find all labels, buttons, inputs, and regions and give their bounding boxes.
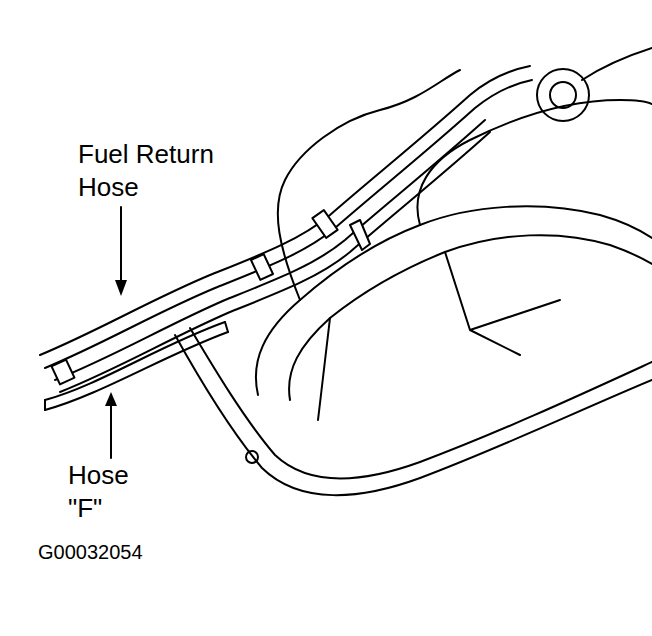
fuel-hose-1	[40, 66, 530, 355]
tank-upper-edge-2	[417, 100, 652, 225]
tank-body-edge	[256, 206, 652, 395]
hose-clamp	[251, 254, 273, 280]
part-label: Hose "F"	[68, 459, 148, 524]
hose-bracket	[350, 220, 370, 250]
filler-wire	[582, 48, 652, 80]
filler-ring-outer	[537, 69, 589, 121]
hose-f-upper	[45, 322, 225, 400]
tank-flange-inner	[190, 328, 652, 478]
tank-flange-edge	[175, 335, 652, 495]
fuel-hose-3	[55, 120, 485, 380]
filler-ring-inner	[550, 82, 576, 108]
part-label: Fuel Return Hose	[78, 138, 268, 203]
hose-clamp	[312, 210, 337, 238]
leader-line	[120, 207, 122, 288]
hose-clamp	[52, 360, 75, 385]
mount-hole	[246, 451, 258, 463]
figure-code: G00032054	[38, 540, 288, 565]
arrow-head	[115, 280, 127, 296]
fuel-hose-4	[60, 132, 490, 392]
hose-f-ends	[45, 322, 228, 410]
leader-line	[110, 400, 112, 458]
arrow-head	[105, 392, 117, 406]
tank-pressing-lines	[318, 252, 560, 420]
fuel-hose-2	[45, 80, 532, 368]
tank-body-inner	[289, 235, 652, 400]
hose-f-lower	[45, 332, 228, 410]
